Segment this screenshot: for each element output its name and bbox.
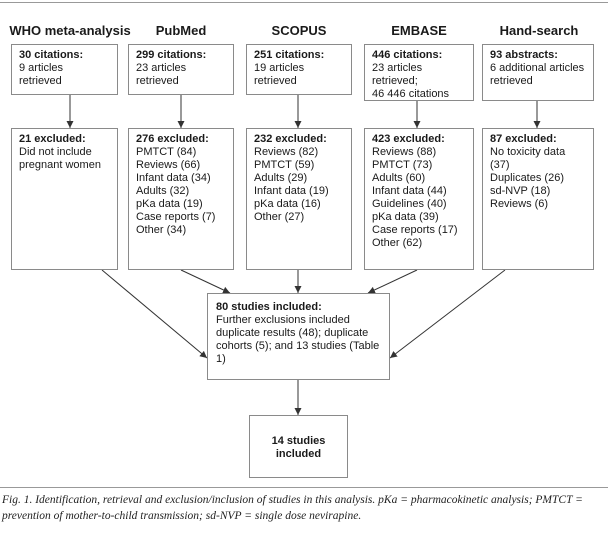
excluded-box-scopus: 232 excluded: Reviews (82) PMTCT (59) Ad… bbox=[246, 128, 352, 270]
excluded-title-scopus: 232 excluded: bbox=[254, 133, 327, 145]
citations-title-who: 30 citations: bbox=[19, 49, 84, 61]
excluded-line: pKa data (39) bbox=[372, 211, 439, 223]
top-rule bbox=[0, 2, 608, 3]
excluded-line: pKa data (16) bbox=[254, 198, 321, 210]
citations-title-scopus: 251 citations: bbox=[254, 49, 325, 61]
citations-line: 46 446 citations bbox=[372, 88, 450, 100]
excluded-line: PMTCT (84) bbox=[136, 146, 197, 158]
bottom-rule bbox=[0, 487, 608, 488]
citations-box-hand: 93 abstracts: 6 additional articles retr… bbox=[482, 44, 594, 101]
excluded-line: Infant data (19) bbox=[254, 185, 329, 197]
excluded-line: Infant data (44) bbox=[372, 185, 447, 197]
included-line: Further exclusions included bbox=[216, 314, 350, 326]
excluded-line: PMTCT (59) bbox=[254, 159, 315, 171]
excluded-line: Other (34) bbox=[136, 224, 187, 236]
citations-title-hand: 93 abstracts: bbox=[490, 49, 558, 61]
citations-line: 23 articles retrieved; bbox=[372, 62, 423, 87]
arrow-embase-to-included bbox=[367, 269, 418, 294]
excluded-box-pubmed: 276 excluded: PMTCT (84) Reviews (66) In… bbox=[128, 128, 234, 270]
header-scopus: SCOPUS bbox=[271, 23, 327, 38]
included-box: 80 studies included: Further exclusions … bbox=[207, 293, 390, 380]
citations-line: 6 additional articles bbox=[490, 62, 585, 74]
citations-box-embase: 446 citations: 23 articles retrieved; 46… bbox=[364, 44, 474, 101]
included-line: cohorts (5); and 13 studies (Table 1) bbox=[216, 340, 380, 365]
citations-line: 19 articles bbox=[254, 62, 305, 74]
header-embase: EMBASE bbox=[391, 23, 447, 38]
header-pubmed: PubMed bbox=[155, 23, 207, 38]
excluded-line: Adults (32) bbox=[136, 185, 190, 197]
excluded-title-pubmed: 276 excluded: bbox=[136, 133, 209, 145]
excluded-box-who: 21 excluded: Did not include pregnant wo… bbox=[11, 128, 118, 270]
arrow-who-to-included bbox=[101, 269, 208, 359]
figure-caption: Fig. 1. Identification, retrieval and ex… bbox=[2, 494, 583, 522]
excluded-line: No toxicity data (37) bbox=[490, 146, 566, 171]
excluded-line: Reviews (82) bbox=[254, 146, 319, 158]
citations-title-embase: 446 citations: bbox=[372, 49, 443, 61]
citations-line: 9 articles bbox=[19, 62, 64, 74]
excluded-line: Case reports (7) bbox=[136, 211, 216, 223]
header-hand: Hand-search bbox=[499, 23, 579, 38]
citations-line: 23 articles retrieved bbox=[136, 62, 187, 87]
citations-box-who: 30 citations: 9 articles retrieved bbox=[11, 44, 118, 95]
excluded-line: Reviews (88) bbox=[372, 146, 437, 158]
citations-line: retrieved bbox=[490, 75, 533, 87]
excluded-line: Other (62) bbox=[372, 237, 423, 249]
final-line: 14 studies bbox=[271, 435, 326, 447]
excluded-title-hand: 87 excluded: bbox=[490, 133, 557, 145]
citations-title-pubmed: 299 citations: bbox=[136, 49, 207, 61]
excluded-line: Other (27) bbox=[254, 211, 305, 223]
citations-box-pubmed: 299 citations: 23 articles retrieved bbox=[128, 44, 234, 95]
included-line: duplicate results (48); duplicate bbox=[216, 327, 369, 339]
citations-box-scopus: 251 citations: 19 articles retrieved bbox=[246, 44, 352, 95]
excluded-line: sd-NVP (18) bbox=[490, 185, 551, 197]
excluded-line: pregnant women bbox=[19, 159, 101, 171]
excluded-line: Did not include bbox=[19, 146, 92, 158]
citations-line: retrieved bbox=[19, 75, 62, 87]
excluded-line: pKa data (19) bbox=[136, 198, 203, 210]
excluded-line: Infant data (34) bbox=[136, 172, 211, 184]
final-box: 14 studies included bbox=[249, 415, 348, 478]
arrow-pubmed-to-included bbox=[180, 269, 231, 294]
excluded-title-who: 21 excluded: bbox=[19, 133, 86, 145]
excluded-box-hand: 87 excluded: No toxicity data (37) Dupli… bbox=[482, 128, 594, 270]
excluded-line: Reviews (6) bbox=[490, 198, 549, 210]
excluded-box-embase: 423 excluded: Reviews (88) PMTCT (73) Ad… bbox=[364, 128, 474, 270]
excluded-line: Reviews (66) bbox=[136, 159, 201, 171]
final-line: included bbox=[275, 448, 322, 460]
citations-line: retrieved bbox=[254, 75, 297, 87]
header-who: WHO meta-analysis bbox=[9, 23, 131, 38]
excluded-line: Duplicates (26) bbox=[490, 172, 564, 184]
excluded-title-embase: 423 excluded: bbox=[372, 133, 445, 145]
included-title: 80 studies included: bbox=[216, 301, 322, 313]
excluded-line: Adults (29) bbox=[254, 172, 308, 184]
excluded-line: Case reports (17) bbox=[372, 224, 458, 236]
excluded-line: PMTCT (73) bbox=[372, 159, 433, 171]
excluded-line: Guidelines (40) bbox=[372, 198, 447, 210]
arrow-hand-to-included bbox=[389, 269, 506, 359]
excluded-line: Adults (60) bbox=[372, 172, 426, 184]
